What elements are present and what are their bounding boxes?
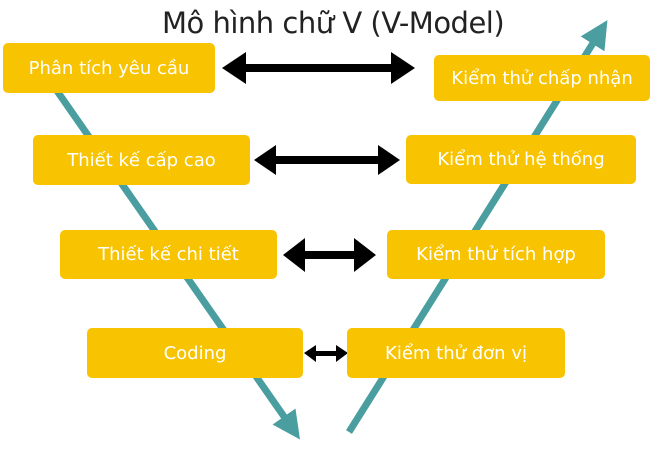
double-arrow-row-3: [283, 238, 376, 272]
phase-high-level-design: Thiết kế cấp cao: [33, 135, 250, 185]
phase-integration-testing: Kiểm thử tích hợp: [387, 230, 605, 279]
double-arrow-row-1: [222, 52, 415, 84]
phase-unit-testing: Kiểm thử đơn vị: [347, 328, 565, 378]
double-arrow-row-4: [304, 345, 348, 362]
diagram-title: Mô hình chữ V (V-Model): [162, 6, 505, 40]
phase-acceptance-testing: Kiểm thử chấp nhận: [434, 55, 650, 101]
phase-system-testing: Kiểm thử hệ thống: [406, 135, 636, 184]
phase-detailed-design: Thiết kế chi tiết: [60, 230, 277, 279]
phase-requirements-analysis: Phân tích yêu cầu: [3, 43, 215, 93]
phase-coding: Coding: [87, 328, 303, 378]
double-arrow-row-2: [254, 145, 400, 175]
